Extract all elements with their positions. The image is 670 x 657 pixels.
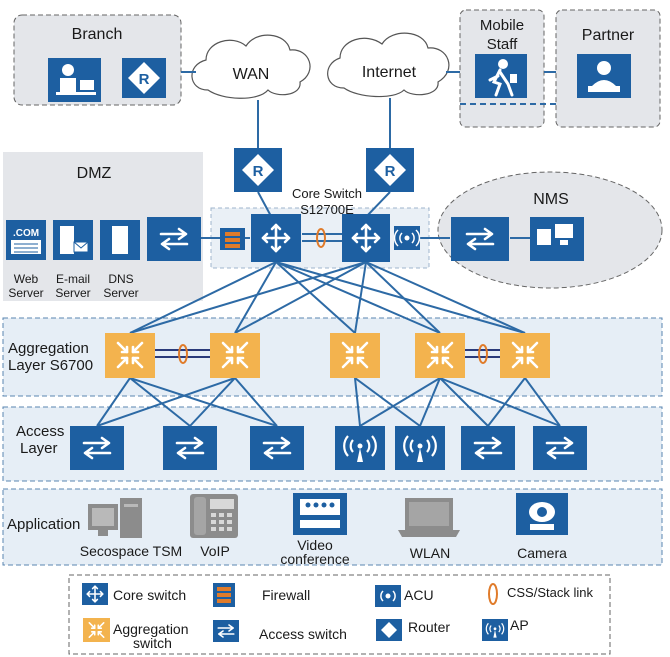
- aggregation-switch-1-icon: [105, 333, 155, 378]
- legend-firewall-label: Firewall: [262, 587, 310, 603]
- core-aggregation-links: [129, 261, 526, 334]
- core-switch-label-line2: S12700E: [300, 202, 354, 217]
- dmz-access-switch-icon: [147, 217, 201, 261]
- email-server-label-line1: E-mail: [56, 272, 90, 286]
- branch-label: Branch: [72, 26, 123, 43]
- wlan-label: WLAN: [410, 545, 450, 561]
- legend-aggregation-switch-icon: [83, 618, 110, 642]
- wlan-laptop-icon: [398, 498, 460, 537]
- web-server-label-line1: Web: [14, 272, 39, 286]
- legend-stack-link-label: CSS/Stack link: [507, 585, 593, 600]
- access-switch-1-icon: [70, 426, 124, 470]
- access-switch-5-icon: [533, 426, 587, 470]
- aggregation-stack-link-left: [155, 344, 210, 364]
- dns-server-label-line2: Server: [103, 286, 138, 300]
- aggregation-access-links: [96, 377, 561, 427]
- tsm-computer-icon: [88, 498, 142, 538]
- access-switch-4-icon: [461, 426, 515, 470]
- legend-ap-icon: [482, 619, 508, 641]
- wan-router-icon: R: [234, 148, 282, 192]
- dns-server-label-line1: DNS: [108, 272, 133, 286]
- legend-acu-icon: [375, 585, 401, 607]
- aggregation-label-line1: Aggregation: [8, 340, 89, 357]
- legend-access-switch-label: Access switch: [259, 626, 347, 642]
- dns-server-icon: [100, 220, 140, 260]
- legend-ap-label: AP: [510, 617, 529, 633]
- aggregation-switch-4-icon: [415, 333, 465, 378]
- core-switch-right-icon: [342, 214, 390, 262]
- access-label-line2: Layer: [20, 440, 58, 457]
- camera-icon: [516, 493, 568, 535]
- camera-label: Camera: [517, 545, 567, 561]
- video-conference-label-line2: conference: [280, 551, 349, 567]
- access-ap-1-icon: [335, 426, 385, 470]
- firewall-icon: [220, 228, 245, 250]
- legend-aggregation-label-line1: Aggregation: [113, 621, 189, 637]
- legend-router-label: Router: [408, 619, 450, 635]
- svg-text:R: R: [253, 163, 264, 180]
- aggregation-label-line2: Layer S6700: [8, 357, 93, 374]
- mobile-staff-label-line2: Staff: [487, 36, 518, 53]
- acu-icon: [393, 226, 421, 250]
- legend-aggregation-label-line2: switch: [133, 635, 172, 651]
- access-switch-3-icon: [250, 426, 304, 470]
- video-conference-icon: [293, 493, 347, 535]
- wan-cloud: WAN: [191, 34, 311, 99]
- internet-router-icon: R: [366, 148, 414, 192]
- wan-label: WAN: [233, 66, 270, 83]
- top-links: [181, 71, 556, 239]
- partner-user-icon: [577, 54, 631, 98]
- legend-access-switch-icon: [213, 620, 239, 642]
- web-server-icon: .COM: [6, 220, 46, 260]
- email-server-icon: [53, 220, 93, 260]
- legend-firewall-icon: [213, 583, 235, 607]
- video-conference-label-line1: Video: [297, 537, 333, 553]
- partner-label: Partner: [582, 27, 635, 44]
- svg-text:R: R: [139, 71, 150, 88]
- internet-cloud: Internet: [327, 32, 450, 98]
- aggregation-switch-2-icon: [210, 333, 260, 378]
- svg-text:R: R: [385, 163, 396, 180]
- core-stack-link: [302, 228, 342, 248]
- access-label-line1: Access: [16, 423, 64, 440]
- dmz-label: DMZ: [77, 165, 112, 182]
- access-ap-2-icon: [395, 426, 445, 470]
- voip-label: VoIP: [200, 543, 230, 559]
- legend-box: [68, 574, 611, 655]
- nms-switch-icon: [451, 217, 509, 261]
- internet-label: Internet: [362, 64, 417, 81]
- svg-text:.COM: .COM: [13, 228, 39, 239]
- core-switch-label-line1: Core Switch: [292, 186, 362, 201]
- aggregation-stack-link-right: [465, 344, 500, 364]
- branch-router-icon: R: [122, 58, 166, 98]
- email-server-label-line2: Server: [55, 286, 90, 300]
- application-label: Application: [7, 516, 80, 533]
- legend-acu-label: ACU: [404, 587, 434, 603]
- legend-router-icon: [376, 619, 402, 641]
- tsm-label: Secospace TSM: [80, 543, 182, 559]
- legend-core-switch-label: Core switch: [113, 587, 186, 603]
- aggregation-switch-5-icon: [500, 333, 550, 378]
- mobile-user-icon: [475, 54, 527, 98]
- mobile-staff-label-line1: Mobile: [480, 17, 524, 34]
- web-server-label-line2: Server: [8, 286, 43, 300]
- voip-phone-icon: [190, 494, 238, 538]
- core-switch-left-icon: [251, 214, 301, 262]
- legend-core-switch-icon: [82, 583, 108, 605]
- access-switch-2-icon: [163, 426, 217, 470]
- nms-server-icon: [530, 217, 584, 261]
- legend-stack-link-icon: [488, 583, 498, 605]
- nms-label: NMS: [533, 191, 569, 208]
- aggregation-switch-3-icon: [330, 333, 380, 378]
- branch-users-icon: [48, 58, 101, 102]
